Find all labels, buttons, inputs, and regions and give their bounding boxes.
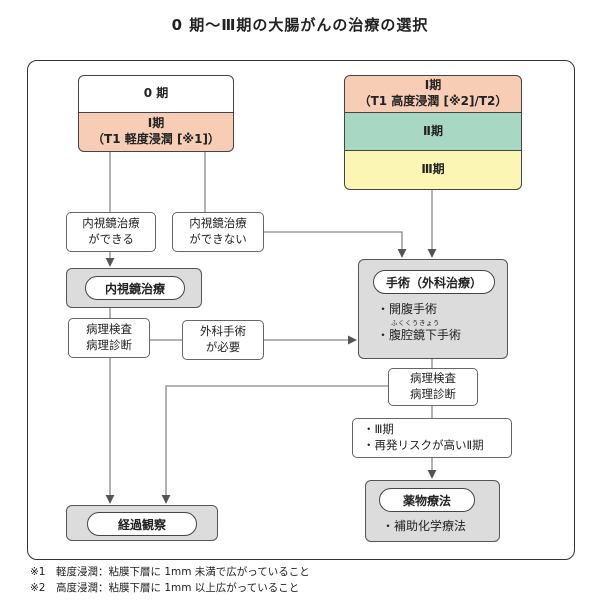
note-surgery-needed-line2: が必要 xyxy=(205,340,241,354)
diagram-frame xyxy=(27,60,575,560)
note-endo-possible: 内視鏡治療 ができる xyxy=(66,212,156,252)
note-pathology-2-line1: 病理検査 xyxy=(410,371,456,386)
note-conditions-line1: ・Ⅲ期 xyxy=(363,422,394,437)
note-endo-possible-line1: 内視鏡治療 xyxy=(82,216,140,231)
note-surgery-needed-line1: 外科手術 xyxy=(200,324,246,339)
arrow-path2-to-followup xyxy=(161,385,388,504)
note-pathology-2-line2: 病理診断 xyxy=(410,387,456,401)
arrow-impossible-to-surgery xyxy=(264,231,407,258)
surgery-box: 手術（外科治療） ・開腹手術 ふくくうきょう ・腹腔鏡下手術 xyxy=(358,259,508,359)
stage-3-box: Ⅲ期 xyxy=(344,150,522,190)
note-conditions-line2: ・再発リスクが高いⅡ期 xyxy=(363,438,484,452)
endoscopic-treatment-label: 内視鏡治療 xyxy=(85,276,185,300)
surgery-label: 手術（外科治療） xyxy=(373,270,495,294)
follow-up-label: 経過観察 xyxy=(87,512,197,536)
stage-3-label: Ⅲ期 xyxy=(421,162,445,177)
note-pathology-2: 病理検査 病理診断 xyxy=(388,368,478,406)
note-pathology-1-line2: 病理診断 xyxy=(86,338,132,352)
stage-1-mild-line2: （T1 軽度浸潤 [※1]） xyxy=(92,132,220,146)
surgery-item-open: ・開腹手術 xyxy=(377,302,438,316)
stage-1-mild-box: Ⅰ期 （T1 軽度浸潤 [※1]） xyxy=(78,112,234,152)
surgery-ruby: ふくくうきょう xyxy=(391,319,440,327)
footnote-1: ※1 軽度浸潤：粘膜下層に 1mm 未満で広がっていること xyxy=(30,566,310,578)
drug-therapy-item: ・補助化学療法 xyxy=(382,519,467,533)
stage-0-label: 0 期 xyxy=(143,86,169,101)
stage-0-box: 0 期 xyxy=(78,75,234,113)
stage-1-severe-line2: （T1 高度浸潤 [※2]/T2） xyxy=(358,94,508,108)
note-endo-impossible-line2: ができない xyxy=(189,232,247,246)
note-pathology-1: 病理検査 病理診断 xyxy=(68,318,150,358)
drug-therapy-box: 薬物療法 ・補助化学療法 xyxy=(365,480,500,542)
stage-2-label: Ⅱ期 xyxy=(423,123,443,138)
note-surgery-needed: 外科手術 が必要 xyxy=(182,320,264,360)
footnote-2: ※2 高度浸潤：粘膜下層に 1mm 以上広がっていること xyxy=(30,582,300,594)
page-title: 0 期〜Ⅲ期の大腸がんの治療の選択 xyxy=(171,16,429,34)
note-endo-impossible-line1: 内視鏡治療 xyxy=(189,216,247,231)
note-conditions: ・Ⅲ期 ・再発リスクが高いⅡ期 xyxy=(352,418,512,458)
note-endo-possible-line2: ができる xyxy=(88,232,134,246)
drug-therapy-label: 薬物療法 xyxy=(379,488,475,512)
stage-1-severe-box: Ⅰ期 （T1 高度浸潤 [※2]/T2） xyxy=(344,75,522,113)
note-endo-impossible: 内視鏡治療 ができない xyxy=(172,212,264,252)
stage-1-severe-line1: Ⅰ期 xyxy=(424,78,442,93)
note-pathology-1-line1: 病理検査 xyxy=(86,322,132,337)
follow-up-box: 経過観察 xyxy=(66,505,218,541)
stage-1-mild-line1: Ⅰ期 xyxy=(147,116,165,131)
endoscopic-treatment-box: 内視鏡治療 xyxy=(66,268,202,308)
surgery-item-laparoscopic: ・腹腔鏡下手術 xyxy=(377,328,462,342)
stage-2-box: Ⅱ期 xyxy=(344,112,522,151)
